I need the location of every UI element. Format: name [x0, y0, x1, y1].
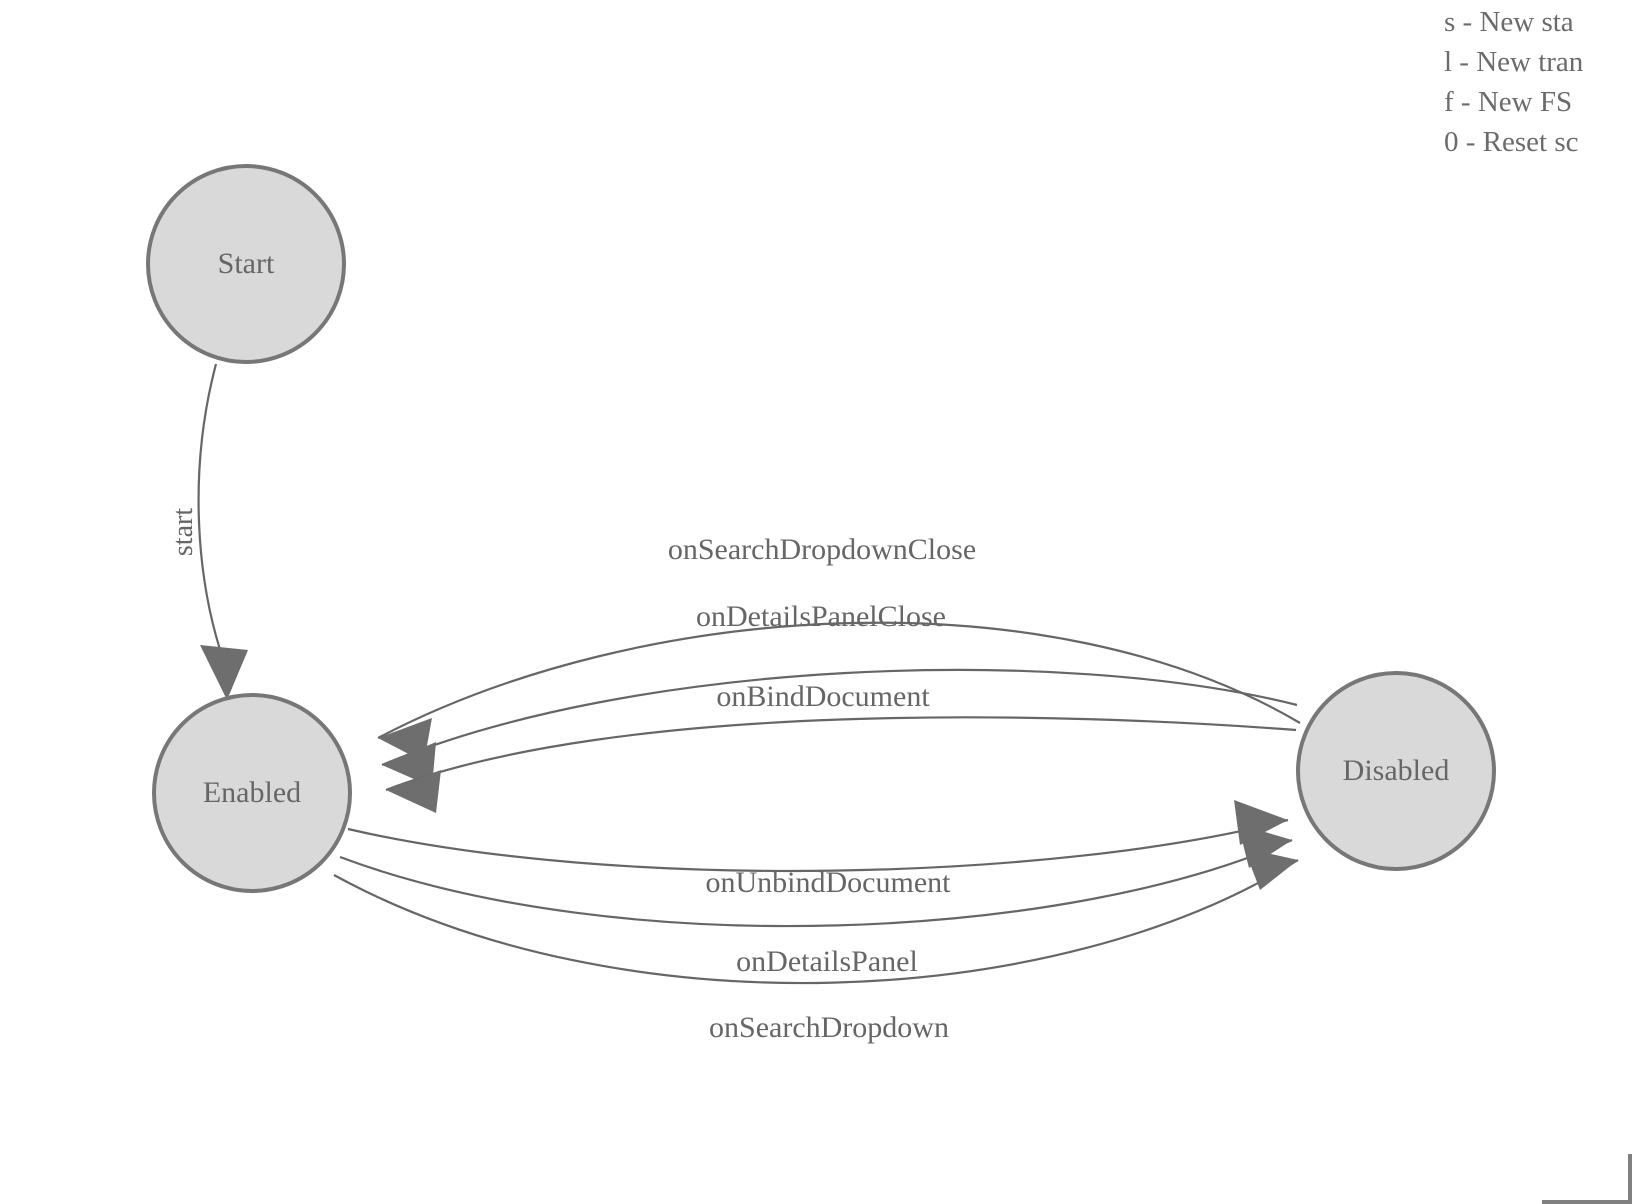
- node-circle-disabled[interactable]: [1296, 671, 1496, 871]
- edge-path-on-details-panel-close[interactable]: [381, 668, 1298, 767]
- node-label-disabled: Disabled: [1343, 754, 1450, 787]
- node-circle-start[interactable]: [146, 164, 346, 364]
- arrowhead-on-bind-document: [386, 770, 441, 813]
- edge-start[interactable]: start: [168, 363, 248, 700]
- arrowhead-on-search-dropdown: [1244, 848, 1298, 890]
- arrowhead-on-details-panel-close: [382, 742, 436, 787]
- edge-label-on-bind-document: onBindDocument: [716, 680, 930, 713]
- edge-path-on-details-panel[interactable]: [339, 838, 1293, 928]
- edge-on-search-dropdown-close[interactable]: onSearchDropdownClose: [377, 533, 1301, 762]
- node-label-start: Start: [218, 247, 275, 280]
- edge-path-on-search-dropdown[interactable]: [333, 859, 1299, 985]
- edge-on-unbind-document[interactable]: onUnbindDocument: [347, 800, 1289, 899]
- edge-path-on-unbind-document[interactable]: [347, 818, 1289, 873]
- edge-on-details-panel-close[interactable]: onDetailsPanelClose: [381, 600, 1298, 787]
- frame-corner-vertical-edge: [1628, 1154, 1632, 1204]
- edge-on-details-panel[interactable]: onDetailsPanel: [339, 824, 1293, 978]
- edge-label-on-details-panel-close: onDetailsPanelClose: [696, 600, 946, 633]
- edge-label-on-search-dropdown-close: onSearchDropdownClose: [668, 533, 976, 566]
- edge-on-search-dropdown[interactable]: onSearchDropdown: [333, 848, 1299, 1044]
- edge-on-bind-document[interactable]: onBindDocument: [385, 680, 1297, 813]
- canvas-frame-corner: [1542, 1154, 1632, 1204]
- edge-path-start[interactable]: [197, 363, 226, 663]
- node-disabled[interactable]: Disabled: [1296, 671, 1496, 871]
- node-circle-enabled[interactable]: [152, 693, 352, 893]
- edge-label-on-unbind-document: onUnbindDocument: [706, 866, 952, 899]
- arrowhead-start: [200, 645, 248, 700]
- node-start[interactable]: Start: [146, 164, 346, 364]
- node-enabled[interactable]: Enabled: [152, 693, 352, 893]
- edge-label-on-details-panel: onDetailsPanel: [736, 945, 918, 978]
- edge-path-on-bind-document[interactable]: [385, 716, 1297, 792]
- node-label-enabled: Enabled: [203, 776, 301, 809]
- edge-label-on-search-dropdown: onSearchDropdown: [709, 1011, 949, 1044]
- frame-corner-horizontal-edge: [1542, 1200, 1632, 1204]
- edge-label-start: start: [168, 508, 199, 556]
- edge-path-on-search-dropdown-close[interactable]: [377, 621, 1301, 739]
